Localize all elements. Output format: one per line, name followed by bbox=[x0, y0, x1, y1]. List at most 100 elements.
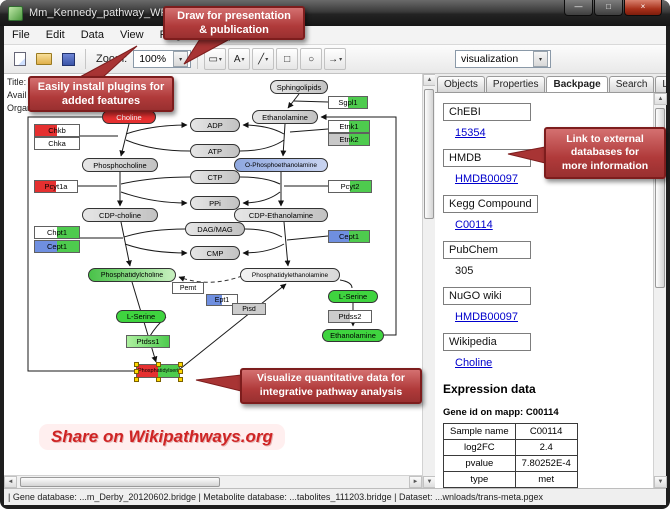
scrollbar-thumb[interactable] bbox=[20, 477, 220, 487]
pathway-node-sphingolipids[interactable]: Sphingolipids bbox=[270, 80, 328, 94]
menu-data[interactable]: Data bbox=[80, 29, 104, 41]
panel-scrollbar[interactable]: ▲ ▼ bbox=[653, 93, 667, 488]
minimize-button[interactable]: — bbox=[564, 0, 593, 16]
pathway-node-adp[interactable]: ADP bbox=[190, 118, 240, 132]
pathway-edge[interactable] bbox=[120, 176, 191, 185]
open-file-button[interactable] bbox=[33, 48, 55, 70]
selection-handle[interactable] bbox=[178, 377, 183, 382]
pathway-edge[interactable] bbox=[280, 123, 287, 157]
pathway-edge[interactable] bbox=[293, 100, 329, 103]
pathway-node-pisd[interactable]: Pisd bbox=[232, 303, 266, 315]
pathway-node-pcyt1a[interactable]: Pcyt1a bbox=[34, 180, 78, 193]
pathway-edge[interactable] bbox=[287, 93, 300, 109]
pathway-edge[interactable] bbox=[119, 123, 130, 157]
selection-handle[interactable] bbox=[178, 369, 183, 374]
line-tool-button[interactable]: ╱▾ bbox=[252, 48, 275, 70]
close-button[interactable]: × bbox=[624, 0, 662, 16]
pathway-node-cdp-choline[interactable]: CDP-choline bbox=[82, 208, 158, 222]
zoom-combobox[interactable]: 100% ▾ bbox=[133, 50, 192, 68]
selection-handle[interactable] bbox=[156, 377, 161, 382]
external-link[interactable]: HMDB00097 bbox=[455, 173, 518, 185]
selection-handle[interactable] bbox=[134, 377, 139, 382]
pathway-node-phosphocholine[interactable]: Phosphocholine bbox=[82, 158, 158, 172]
external-link[interactable]: C00114 bbox=[455, 219, 493, 231]
pathway-node-etnk1[interactable]: Etnk1 bbox=[328, 120, 370, 133]
menu-file[interactable]: File bbox=[12, 29, 30, 41]
rect-tool-button[interactable]: □ bbox=[276, 48, 299, 70]
pathway-edge[interactable] bbox=[179, 283, 287, 370]
connector-tool-button[interactable]: →▾ bbox=[324, 48, 347, 70]
pathway-node-chka[interactable]: Chka bbox=[34, 137, 80, 150]
horizontal-scrollbar[interactable]: ◄ ► bbox=[4, 475, 422, 488]
new-file-button[interactable] bbox=[9, 48, 31, 70]
visualization-combobox[interactable]: visualization ▾ bbox=[455, 50, 551, 68]
pathway-node-l-serine[interactable]: L-Serine bbox=[116, 310, 166, 323]
pathway-edge[interactable] bbox=[242, 243, 285, 256]
pathway-node-phosphatidylethanolamine[interactable]: Phosphatidylethanolamine bbox=[240, 268, 340, 282]
chevron-down-icon[interactable]: ▾ bbox=[533, 51, 548, 67]
selection-handle[interactable] bbox=[134, 362, 139, 367]
pathway-node-phosphatidylserine[interactable]: Phosphatidylserine bbox=[134, 362, 183, 382]
pathway-edge[interactable] bbox=[320, 114, 397, 336]
pathway-edge[interactable] bbox=[27, 116, 134, 372]
selection-handle[interactable] bbox=[178, 362, 183, 367]
external-link[interactable]: 15354 bbox=[455, 127, 486, 139]
scrollbar-track[interactable] bbox=[423, 86, 435, 476]
pathway-node-cept1[interactable]: Cept1 bbox=[328, 230, 370, 243]
pathway-node-dag-mag[interactable]: DAG/MAG bbox=[185, 222, 245, 236]
pathway-edge[interactable] bbox=[239, 139, 285, 152]
scrollbar-track[interactable] bbox=[654, 105, 666, 476]
tab-search[interactable]: Search bbox=[608, 76, 655, 92]
pathway-edge[interactable] bbox=[178, 275, 243, 283]
pathway-edge[interactable] bbox=[239, 176, 281, 185]
pathway-edge[interactable] bbox=[125, 122, 188, 135]
scroll-up-icon[interactable]: ▲ bbox=[654, 93, 667, 105]
pathway-node-ppi[interactable]: PPi bbox=[190, 196, 240, 210]
pathway-node-ptdss2[interactable]: Ptdss2 bbox=[328, 310, 372, 323]
pathway-node-ethanolamine[interactable]: Ethanolamine bbox=[322, 329, 384, 342]
external-link[interactable]: Choline bbox=[455, 357, 493, 369]
pathway-edge[interactable] bbox=[120, 191, 188, 206]
pathway-node-cept1[interactable]: Cept1 bbox=[34, 240, 80, 253]
pathway-node-pcyt2[interactable]: Pcyt2 bbox=[328, 180, 372, 193]
selection-handle[interactable] bbox=[156, 362, 161, 367]
tab-properties[interactable]: Properties bbox=[485, 76, 546, 92]
scrollbar-thumb[interactable] bbox=[655, 108, 665, 288]
vertical-scrollbar[interactable]: ▲ ▼ bbox=[422, 74, 436, 488]
external-link[interactable]: HMDB00097 bbox=[455, 311, 518, 323]
pathway-node-chpt1[interactable]: Chpt1 bbox=[34, 226, 80, 239]
pathway-edge[interactable] bbox=[124, 243, 188, 256]
title-bar[interactable]: Mm_Kennedy_pathway_WP1771_45176.gpml — □… bbox=[0, 0, 670, 26]
pathway-edge[interactable] bbox=[125, 139, 191, 152]
pathway-node-atp[interactable]: ATP bbox=[190, 144, 240, 158]
scroll-right-icon[interactable]: ► bbox=[409, 476, 422, 488]
menu-edit[interactable]: Edit bbox=[45, 29, 65, 41]
oval-tool-button[interactable]: ○ bbox=[300, 48, 323, 70]
pathway-node-sgpl1[interactable]: Sgpl1 bbox=[328, 96, 368, 109]
pathway-node-ept1[interactable]: Ept1 bbox=[206, 294, 238, 306]
pathway-node-l-serine[interactable]: L-Serine bbox=[328, 290, 378, 303]
datanode-tool-button[interactable]: ▭▾ bbox=[204, 48, 227, 70]
pathway-edge[interactable] bbox=[242, 122, 285, 135]
pathway-node-ethanolamine[interactable]: Ethanolamine bbox=[252, 110, 318, 124]
pathway-edge[interactable] bbox=[123, 228, 186, 238]
pathway-node-ptdss1[interactable]: Ptdss1 bbox=[126, 335, 170, 348]
pathway-edge[interactable] bbox=[244, 228, 283, 238]
pathway-node-chkb[interactable]: Chkb bbox=[34, 124, 80, 137]
pathway-edge[interactable] bbox=[283, 221, 291, 267]
scroll-left-icon[interactable]: ◄ bbox=[4, 476, 17, 488]
pathway-edge[interactable] bbox=[286, 235, 329, 241]
scrollbar-track[interactable] bbox=[17, 476, 409, 488]
pathway-node-cmp[interactable]: CMP bbox=[190, 246, 240, 260]
pathway-node-choline[interactable]: Choline bbox=[102, 110, 156, 124]
pathway-edge[interactable] bbox=[242, 191, 281, 206]
chevron-down-icon[interactable]: ▾ bbox=[173, 51, 189, 67]
tab-legend[interactable]: Legend bbox=[655, 76, 666, 92]
scrollbar-thumb[interactable] bbox=[424, 89, 434, 219]
pathway-node-cdp-ethanolamine[interactable]: CDP-Ethanolamine bbox=[234, 208, 328, 222]
pathway-edge[interactable] bbox=[339, 279, 353, 289]
pathway-node-etnk2[interactable]: Etnk2 bbox=[328, 133, 370, 146]
label-tool-button[interactable]: A▾ bbox=[228, 48, 251, 70]
pathway-node-o-phosphoethanolamine[interactable]: O-Phosphoethanolamine bbox=[234, 158, 328, 172]
